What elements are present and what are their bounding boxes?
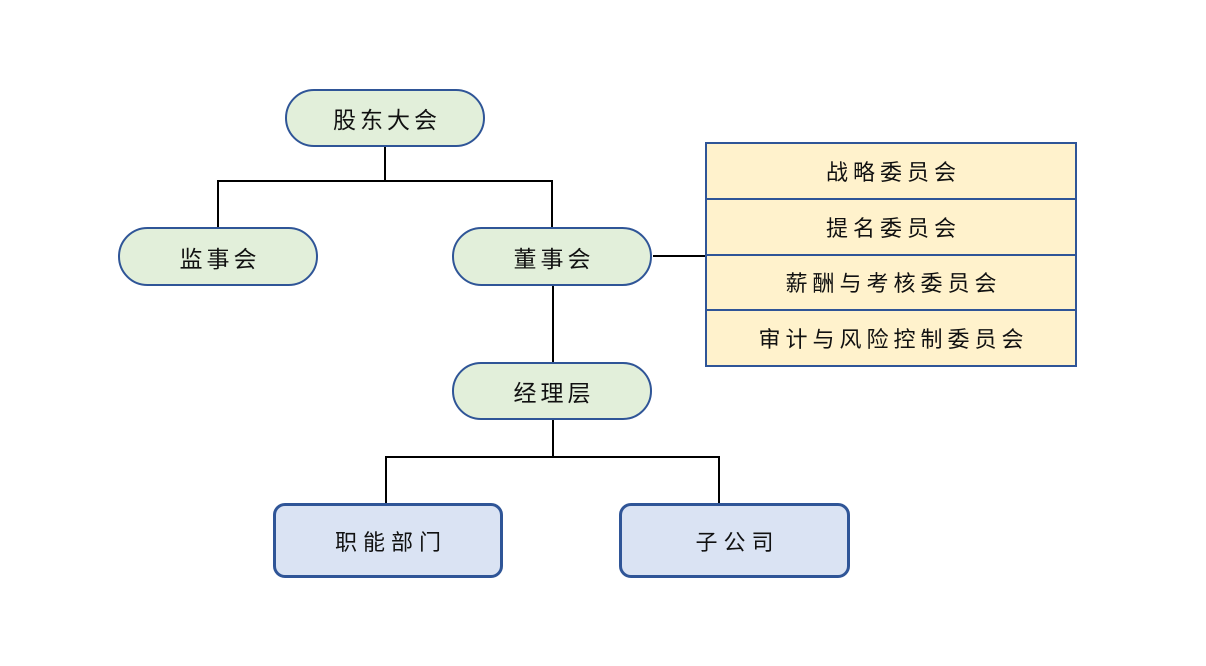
- committee-item-strategy: 战略委员会: [707, 144, 1075, 198]
- committee-item-audit-risk-control-label: 审计与风险控制委员会: [758, 328, 1029, 354]
- connector-board-to-committees: [653, 255, 705, 257]
- connector-management-down: [552, 419, 554, 458]
- connector-to-supervisory: [217, 180, 219, 228]
- connector-to-functional-departments: [385, 456, 387, 504]
- node-management-label: 经理层: [513, 381, 595, 407]
- node-subsidiaries-label: 子公司: [695, 530, 780, 556]
- node-management: 经理层: [452, 362, 652, 420]
- node-supervisory-board-label: 监事会: [179, 246, 261, 273]
- committee-item-nomination: 提名委员会: [707, 197, 1075, 254]
- connector-top-horizontal: [217, 180, 553, 182]
- connector-bottom-horizontal: [385, 456, 720, 458]
- node-board-of-directors-label: 董事会: [513, 246, 595, 273]
- committee-item-strategy-label: 战略委员会: [825, 160, 961, 186]
- committee-item-remuneration-appraisal-label: 薪酬与考核委员会: [785, 272, 1002, 298]
- connector-shareholders-down: [384, 147, 386, 181]
- committee-list: 战略委员会 提名委员会 薪酬与考核委员会 审计与风险控制委员会: [705, 142, 1077, 367]
- node-shareholders-meeting-label: 股东大会: [333, 108, 441, 134]
- node-board-of-directors: 董事会: [452, 227, 652, 286]
- node-functional-departments-label: 职能部门: [334, 530, 447, 556]
- connector-to-board: [551, 180, 553, 228]
- connector-to-subsidiaries: [718, 456, 720, 504]
- node-functional-departments: 职能部门: [273, 503, 503, 578]
- node-supervisory-board: 监事会: [118, 227, 318, 286]
- connector-board-to-management: [552, 285, 554, 363]
- committee-item-nomination-label: 提名委员会: [825, 216, 961, 242]
- committee-item-remuneration-appraisal: 薪酬与考核委员会: [707, 253, 1075, 310]
- committee-item-audit-risk-control: 审计与风险控制委员会: [707, 309, 1075, 365]
- node-subsidiaries: 子公司: [619, 503, 850, 578]
- node-shareholders-meeting: 股东大会: [285, 89, 485, 147]
